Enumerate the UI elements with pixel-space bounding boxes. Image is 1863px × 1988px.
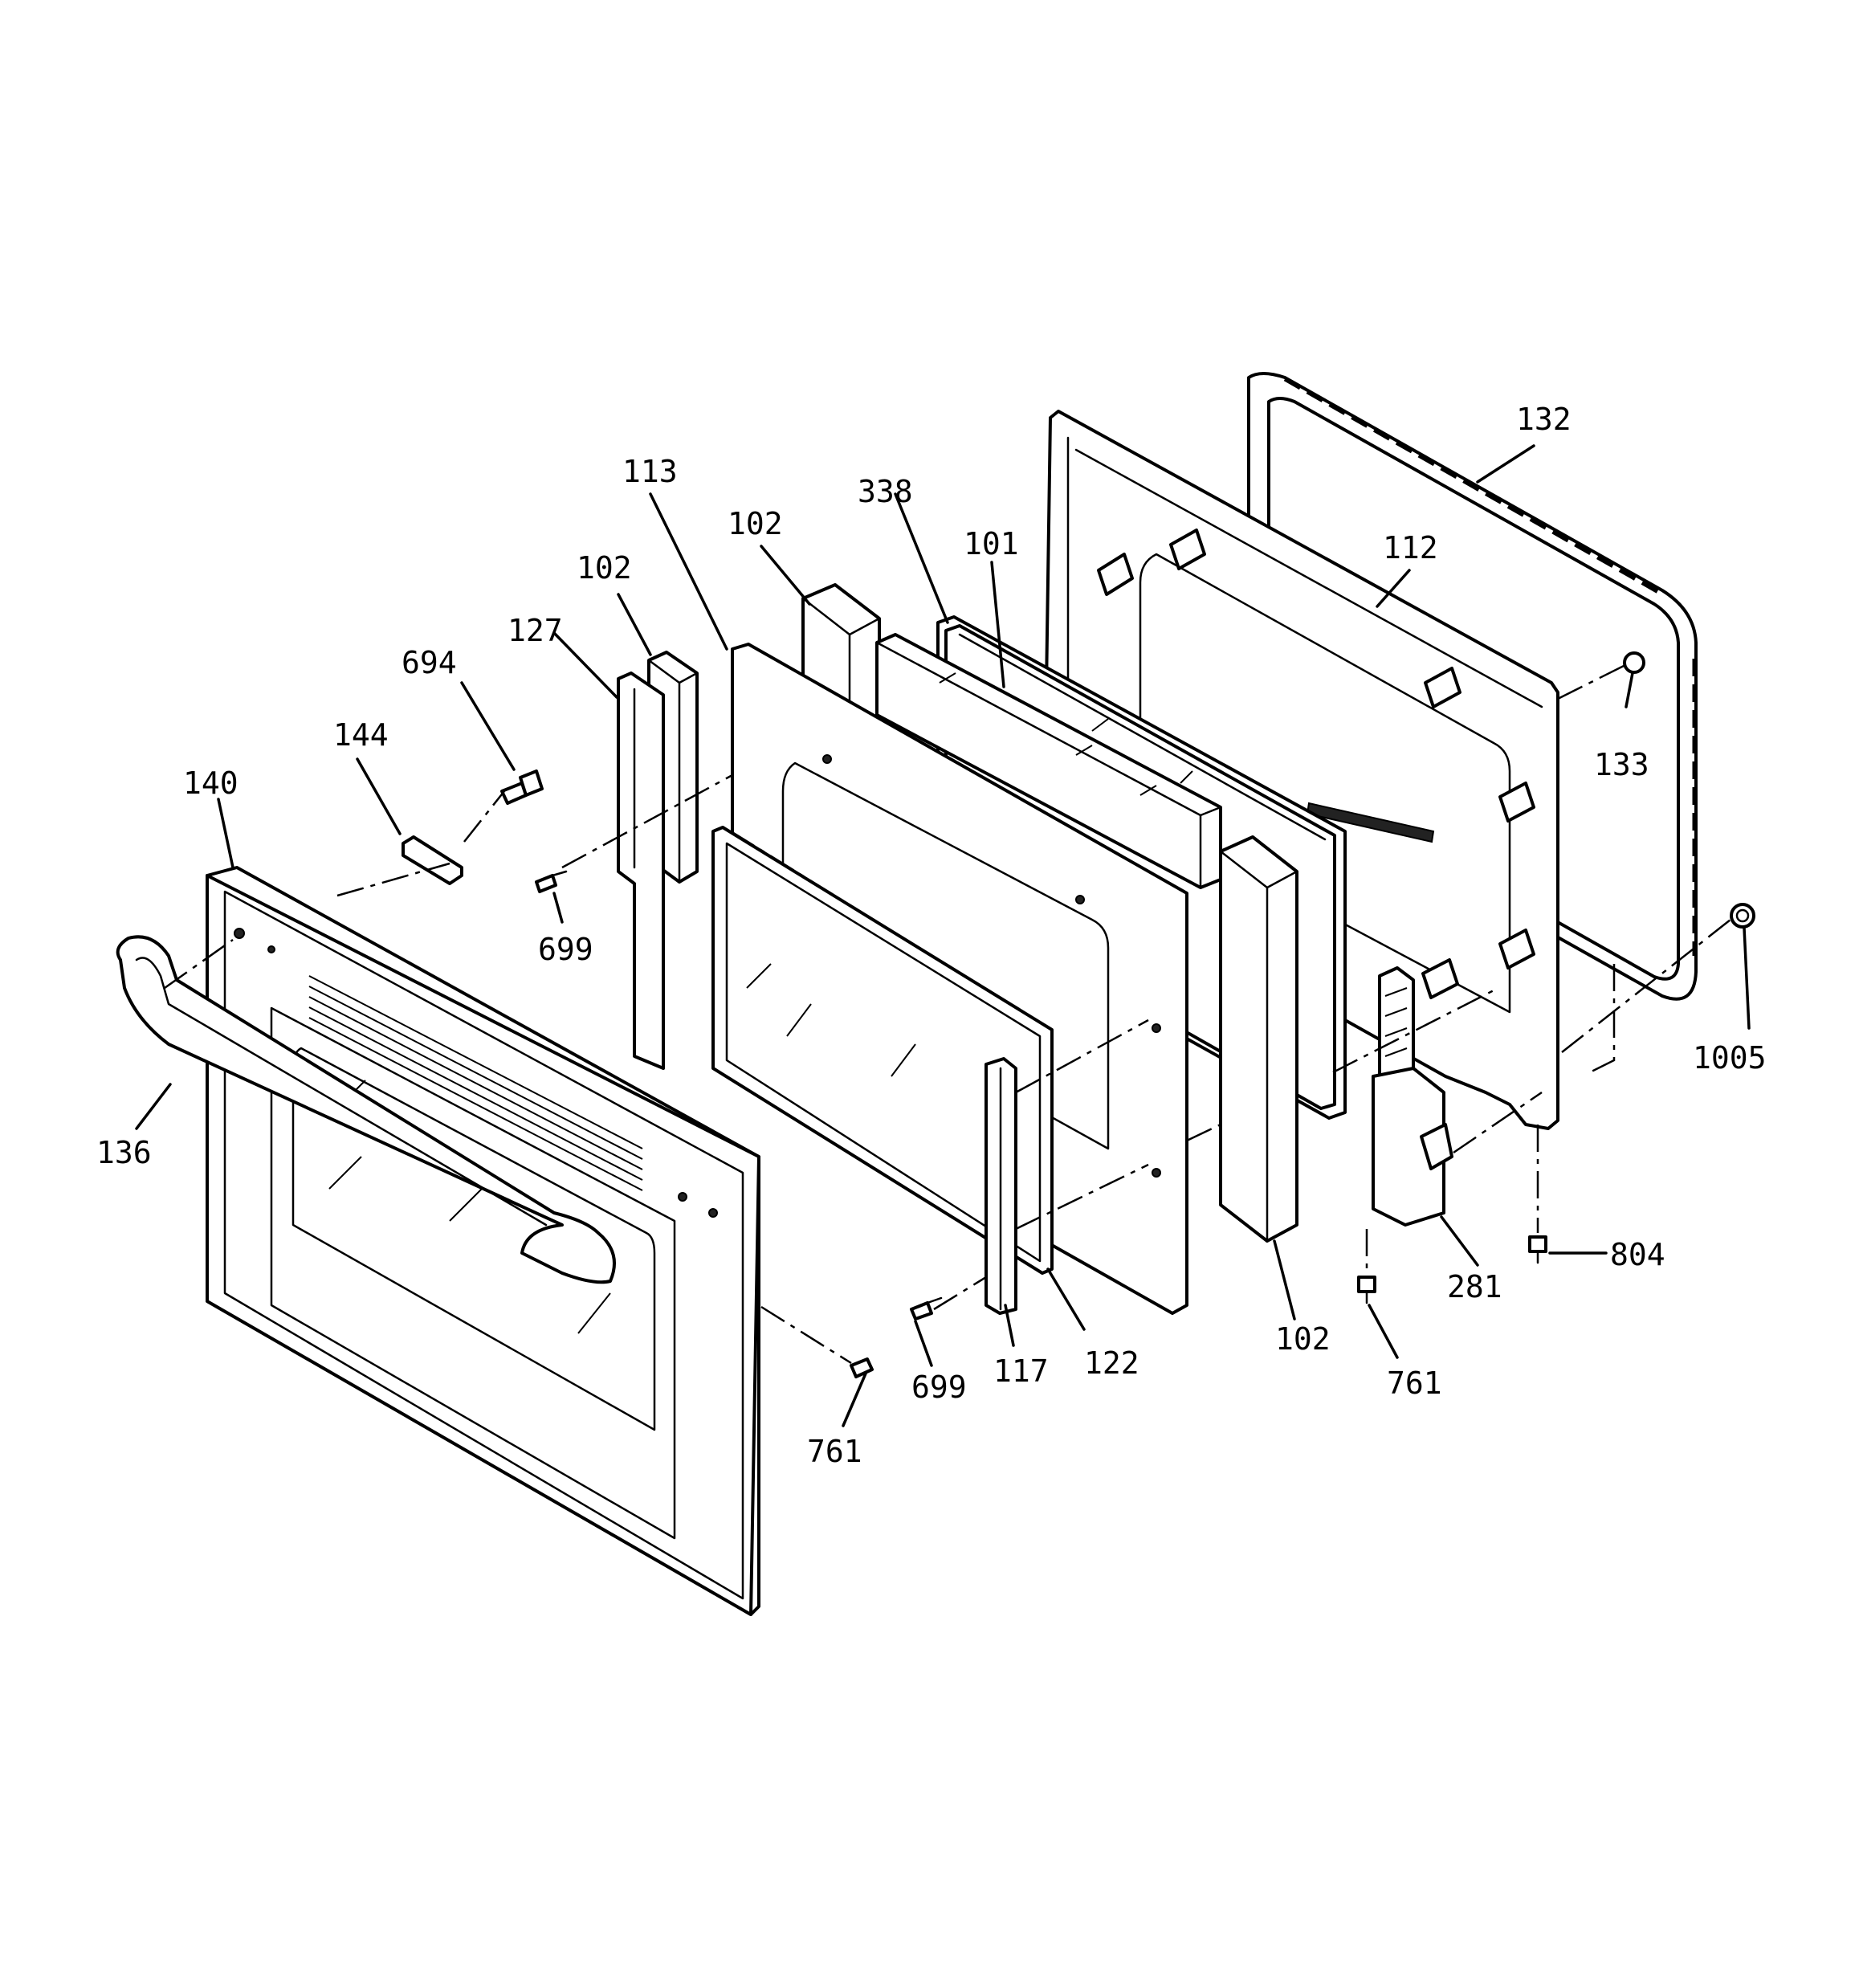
callout-761-hinge: 761 (1387, 1365, 1442, 1401)
callout-102-left: 102 (577, 550, 632, 586)
callout-112: 112 (1383, 530, 1438, 565)
callout-101: 101 (964, 526, 1019, 561)
callout-132: 132 (1516, 402, 1572, 437)
part-144-spacer (402, 835, 463, 885)
part-117-hinge-bracket (984, 1057, 1017, 1315)
part-122-window-glass (711, 826, 1054, 1275)
callout-804: 804 (1610, 1237, 1665, 1272)
part-761-screw-front (850, 1357, 874, 1378)
part-281-hinge (1372, 966, 1453, 1227)
part-699-screw-left (535, 870, 568, 893)
part-133-bumper (1623, 651, 1645, 674)
assembly-lines (164, 661, 1731, 1365)
part-1005-bumper (1730, 903, 1755, 929)
callout-117: 117 (993, 1353, 1049, 1389)
callout-102-right: 102 (1275, 1321, 1331, 1357)
part-804-screw (1528, 1235, 1547, 1264)
callout-699-center: 699 (911, 1370, 967, 1405)
part-102-insulation-right (1219, 835, 1298, 1243)
part-127-side-trim (617, 672, 665, 1070)
callout-122: 122 (1084, 1345, 1139, 1381)
callout-133: 133 (1594, 747, 1649, 782)
part-140-outer-door (206, 866, 760, 1616)
callout-761-front: 761 (807, 1434, 862, 1469)
part-136-door-handle (116, 935, 616, 1284)
callout-144: 144 (333, 717, 389, 753)
part-112-inner-door-panel (1042, 410, 1559, 1130)
callout-281: 281 (1447, 1269, 1502, 1304)
callout-127: 127 (508, 613, 563, 648)
callout-694: 694 (402, 645, 457, 680)
callout-699-left: 699 (538, 932, 593, 967)
part-699-screw-center (910, 1296, 943, 1321)
callout-113: 113 (622, 454, 678, 489)
callout-1005: 1005 (1693, 1040, 1767, 1076)
callout-leaders (135, 444, 1751, 1427)
callout-136: 136 (96, 1135, 152, 1170)
part-761-screw-hinge (1357, 1276, 1376, 1304)
callout-102-center: 102 (728, 506, 783, 541)
callout-labels: 132 112 113 338 101 102 102 102 127 694 … (96, 402, 1767, 1469)
callout-338: 338 (858, 474, 913, 509)
part-694-screw (500, 769, 544, 805)
callout-140: 140 (183, 765, 238, 801)
